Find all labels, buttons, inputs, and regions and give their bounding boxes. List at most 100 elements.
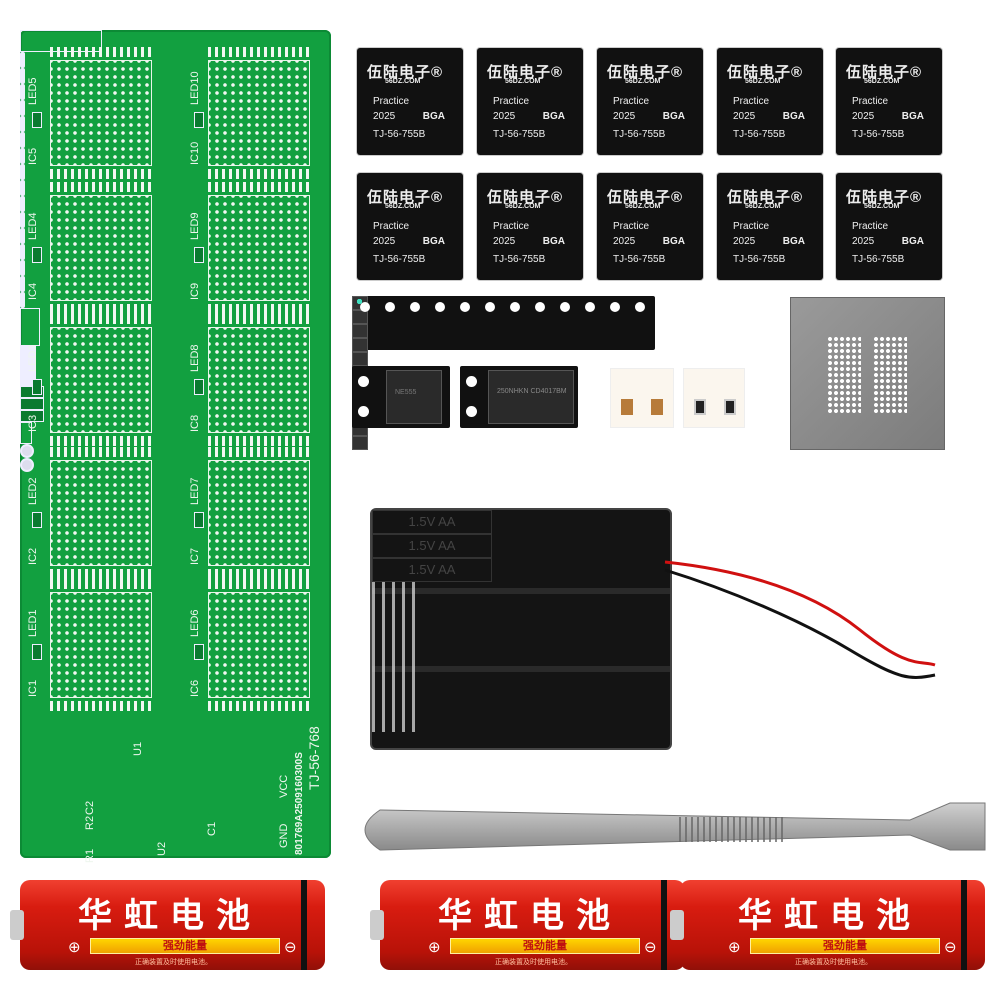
c2-label: C2 [84,800,96,815]
chip-logo: 伍陆电子® [727,64,804,81]
chip-part: TJ-56-755B [493,129,546,140]
sprocket-hole [360,302,370,312]
ic-label: IC9 [189,282,201,300]
chip-type: BGA [901,236,924,247]
led-pad [194,247,204,263]
smd-led [352,299,368,338]
u2-pad [20,356,36,361]
u1-pad [20,116,25,132]
u2-footprint [20,308,40,346]
u2-label: U2 [156,841,168,856]
u2-pad [20,346,36,351]
vcc-pad [20,444,34,458]
chip-url: 56DZ.COM [864,78,900,85]
chip-url: 56DZ.COM [505,203,541,210]
led-pad [194,379,204,395]
chip-logo: 伍陆电子® [367,64,444,81]
u1-pad [20,244,25,260]
sprocket-hole [410,302,420,312]
minus-icon: ⊖ [944,939,957,956]
u2-pad [20,381,36,386]
board-model: TJ-56-768 [306,726,322,790]
chip-line1: Practice [373,221,410,232]
chip-year: 2025 [613,111,636,122]
battery-slogan-strip: 强劲能量 [90,938,280,954]
chip-year: 2025 [493,111,516,122]
chip-line1: Practice [733,221,770,232]
chip-year: 2025 [733,236,756,247]
led-label: LED9 [189,212,201,240]
chip-type: BGA [662,236,685,247]
holder-wires [664,560,936,679]
ic-label: IC10 [189,141,201,165]
sprocket-hole [435,302,445,312]
smd-led [352,299,368,324]
sprocket-hole [535,302,545,312]
u1-pad [20,276,25,292]
chip-url: 56DZ.COM [745,78,781,85]
sop8-chip: NE555 [386,370,442,424]
chip-line1: Practice [852,96,889,107]
battery-terminal [670,910,684,940]
chip-type: BGA [422,111,445,122]
u2-pad [20,371,36,376]
bga-stencil [790,297,945,450]
holder-marking: 1.5V AA [372,558,492,582]
chip-url: 56DZ.COM [385,78,421,85]
u1-pad [20,132,25,148]
battery-brand: 华虹电池 [78,896,262,936]
ic-footprint [208,182,310,314]
spring-contact [372,682,422,732]
chip-line1: Practice [493,221,530,232]
led-label: LED6 [189,609,201,637]
chip-line1: Practice [613,96,650,107]
chip-type: BGA [542,111,565,122]
u1-pad [20,148,25,164]
chip-url: 56DZ.COM [864,203,900,210]
chip-logo: 伍陆电子® [607,64,684,81]
led-label: LED2 [27,477,39,505]
led-pad [32,512,42,528]
led-label: LED10 [189,71,201,105]
pry-spatula [364,802,986,851]
plus-icon: ⊕ [428,939,441,956]
chip-url: 56DZ.COM [385,203,421,210]
ic-label: IC4 [27,282,39,300]
led-pad [32,247,42,263]
led-pad [194,644,204,660]
chip-year: 2025 [852,111,875,122]
aa-battery: 华虹电池强劲能量⊕⊖正确装置及时使用电池。 [670,880,985,970]
spring-contact [372,582,422,632]
r2-pad [20,398,44,410]
gnd-pad [20,458,34,472]
chip-logo: 伍陆电子® [487,189,564,206]
ic-label: IC1 [27,679,39,697]
led-label: LED1 [27,609,39,637]
plus-icon: ⊕ [728,939,741,956]
battery-terminal [370,910,384,940]
chip-part: TJ-56-755B [852,254,905,265]
u1-pad [20,100,25,116]
chip-line1: Practice [613,221,650,232]
u1-pad [20,84,25,100]
sprocket-hole [635,302,645,312]
ic-label: IC3 [27,414,39,432]
ic-footprint [208,314,310,446]
smd-led [352,299,368,366]
sprocket-hole [385,302,395,312]
u2-pad [20,376,36,381]
battery-fine-print: 正确装置及时使用电池。 [135,959,212,966]
u1-pad [20,164,25,180]
chip-url: 56DZ.COM [745,203,781,210]
aa-battery: 华虹电池强劲能量⊕⊖正确装置及时使用电池。 [370,880,685,970]
aa-battery: 华虹电池强劲能量⊕⊖正确装置及时使用电池。 [10,880,325,970]
chip-year: 2025 [373,111,396,122]
sop8-marking: NE555 [395,389,417,396]
u1-pad [20,212,25,228]
chip-logo: 伍陆电子® [846,64,923,81]
ic-footprint [50,182,152,314]
